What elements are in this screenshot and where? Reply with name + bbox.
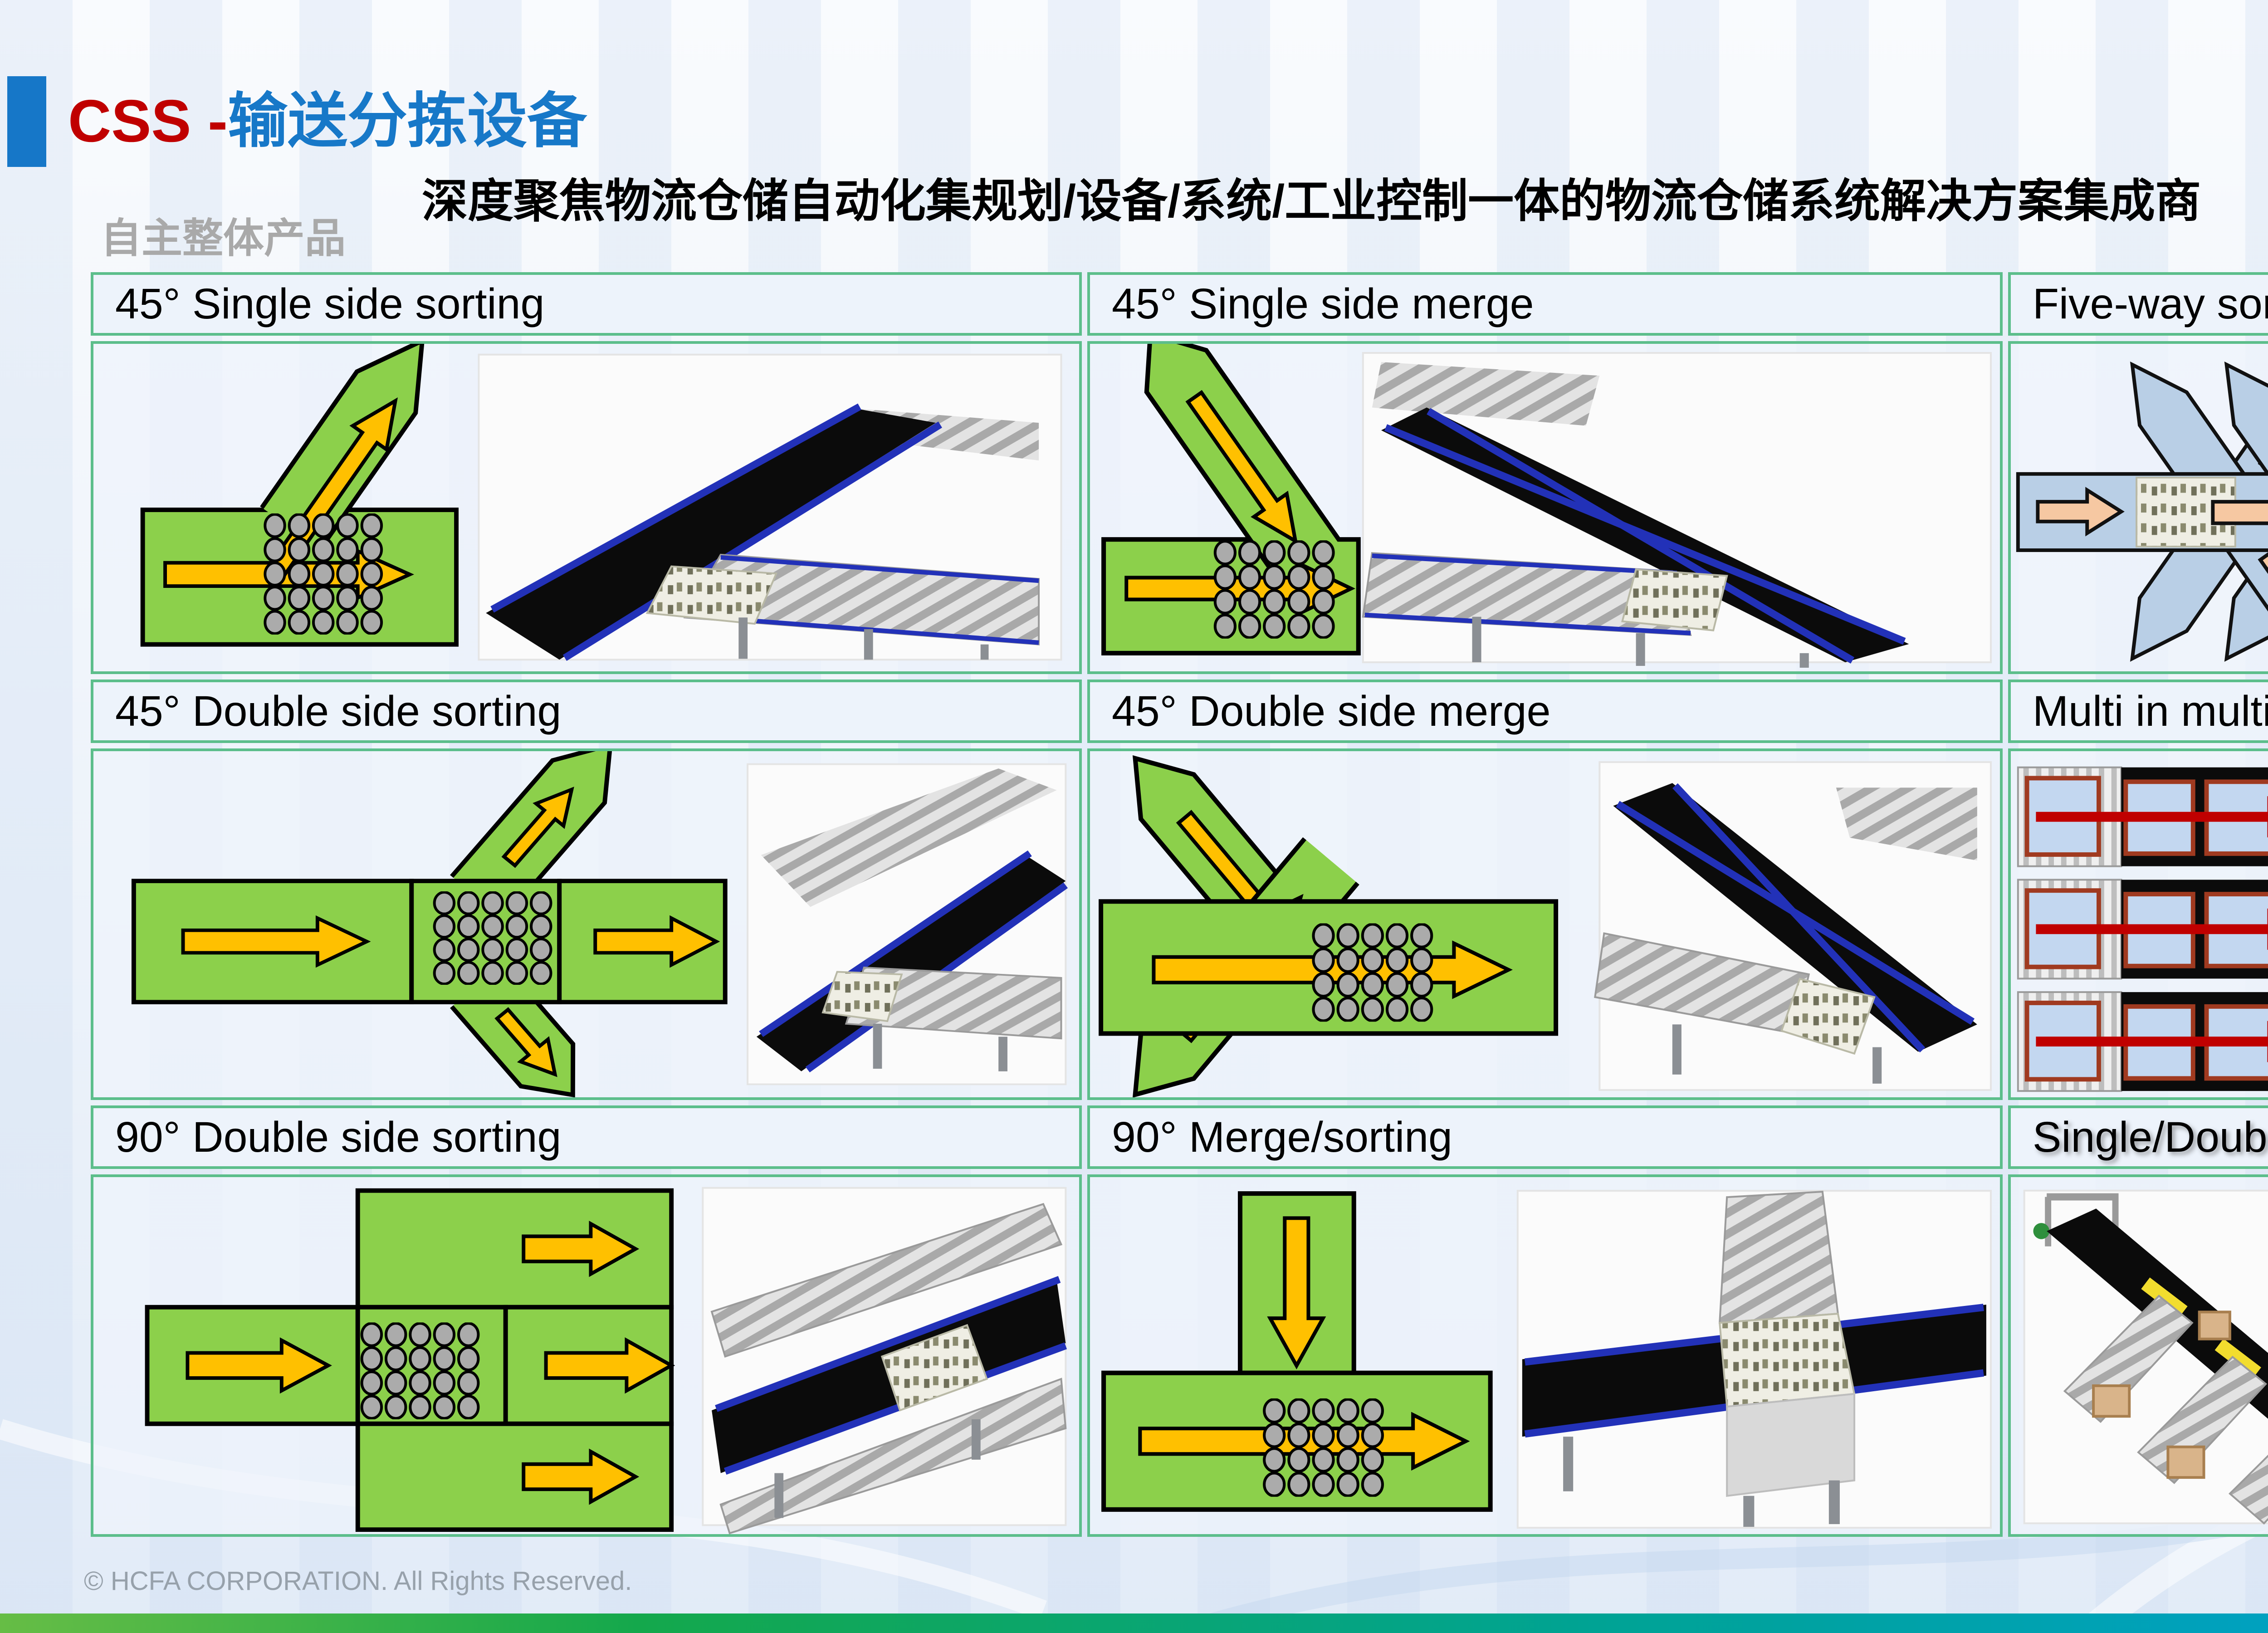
cell-90-merge-sorting [1087, 1174, 2003, 1537]
schematic-90-double-sorting [145, 1188, 675, 1532]
page-title-prefix: CSS - [68, 88, 228, 154]
page-title: CSS -输送分拣设备 [68, 73, 587, 159]
cell-single-double-side [2008, 1174, 2268, 1537]
diagram-45-double-side-merge [1099, 755, 1992, 1097]
cell-multi-in-multi-out [2008, 748, 2268, 1100]
cell-title-45-single-side-sorting: 45° Single side sorting [91, 272, 1082, 336]
photo-double-sorting [747, 763, 1068, 1085]
diagram-45-double-side-sorting [131, 751, 1068, 1097]
schematic-multi-in-multi-out [2017, 766, 2268, 1092]
schematic-45-double-merge [1099, 755, 1559, 1097]
schematic-five-way [2016, 354, 2268, 670]
cell-title-multi-in-multi-out: Multi in multi out [2008, 680, 2268, 743]
product-table: 45° Single side sorting 45° Single side … [91, 272, 2268, 1537]
cell-90-double-side-sorting [91, 1174, 1082, 1537]
schematic-45-double-sorting [131, 751, 728, 1097]
cell-title-five-way-sorter: Five-way sorter [2008, 272, 2268, 336]
schematic-90-merge [1101, 1191, 1493, 1512]
cell-title-45-double-side-merge: 45° Double side merge [1087, 680, 2003, 743]
cell-title-single-double-side: Single/Double side [2008, 1105, 2268, 1169]
photo-single-side-line [2023, 1189, 2268, 1525]
cell-45-single-side-sorting [91, 341, 1082, 674]
cell-45-single-side-merge [1087, 341, 2003, 674]
side-label: 自主整体产品 [101, 216, 346, 261]
bottom-gradient-bar [0, 1613, 2268, 1633]
photo-conveyor-merge [1362, 352, 1992, 668]
cell-45-double-side-sorting [91, 748, 1082, 1100]
photo-90-sorting [702, 1187, 1067, 1534]
page-subtitle: 深度聚焦物流仓储自动化集规划/设备/系统/工业控制一体的物流仓储系统解决方案集成… [422, 176, 2201, 227]
page-title-main: 输送分拣设备 [228, 88, 587, 154]
schematic-45-single-sorting [140, 344, 459, 647]
cell-title-45-single-side-merge: 45° Single side merge [1087, 272, 2003, 336]
photo-t-junction [1516, 1190, 1992, 1529]
cell-title-90-merge-sorting: 90° Merge/sorting [1087, 1105, 2003, 1169]
cell-five-way-sorter [2008, 341, 2268, 674]
copyright-text: © HCFA CORPORATION. All Rights Reserved. [84, 1566, 632, 1596]
diagram-90-merge-sorting [1101, 1190, 1992, 1529]
diagram-multi-in-multi-out [2017, 766, 2268, 1092]
flow-arrows [2036, 796, 2268, 1062]
cell-title-90-double-side-sorting: 90° Double side sorting [91, 1105, 1082, 1169]
diagram-90-double-side-sorting [145, 1187, 1067, 1534]
schematic-45-single-merge [1101, 344, 1361, 655]
photo-double-merge [1594, 761, 1992, 1091]
cell-title-45-double-side-sorting: 45° Double side sorting [91, 680, 1082, 743]
photo-conveyor-sorting [478, 353, 1062, 661]
diagram-single-double-side [2023, 1189, 2268, 1525]
diagram-45-single-side-merge [1101, 344, 1992, 668]
cell-45-double-side-merge [1087, 748, 2003, 1100]
title-accent-bar [7, 76, 46, 167]
diagram-five-way-sorter [2016, 354, 2268, 670]
diagram-45-single-side-sorting [140, 344, 1062, 661]
